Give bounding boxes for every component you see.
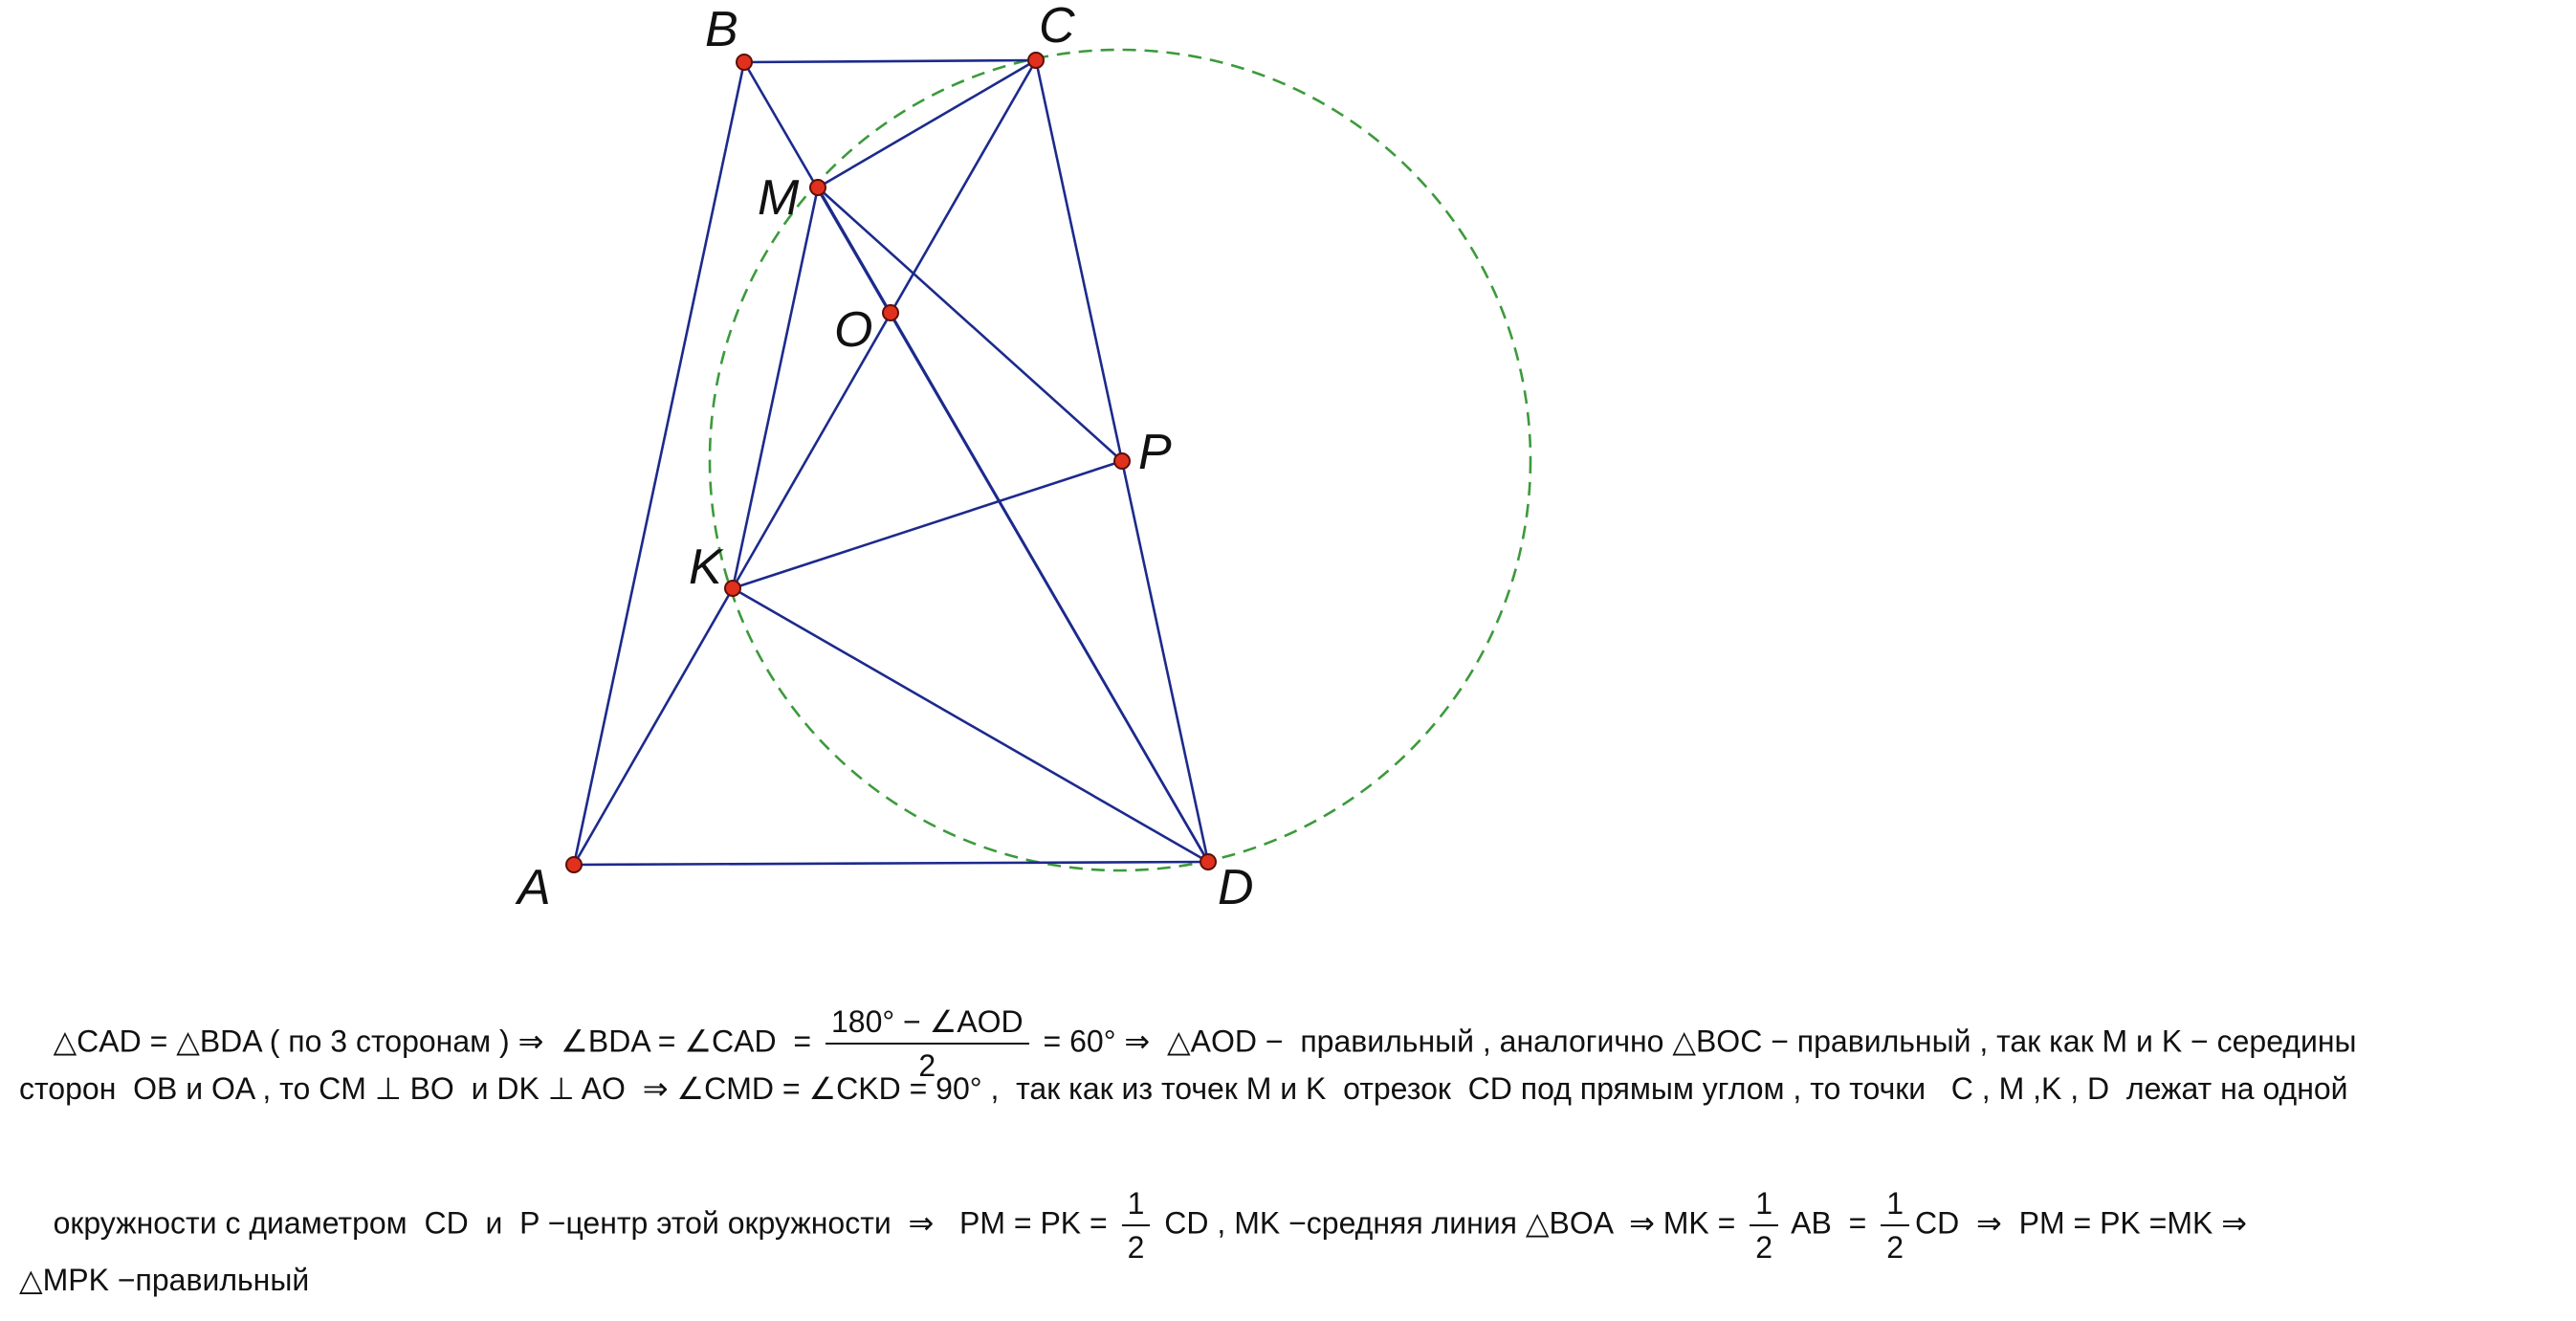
point-d — [1200, 853, 1217, 870]
label-m: M — [758, 170, 800, 226]
label-o: O — [834, 302, 872, 358]
label-p: P — [1138, 425, 1172, 480]
point-a — [565, 856, 583, 873]
circle-diameter-cd — [708, 48, 1532, 872]
solution-line-3-part-b: CD , MK −средняя линия △BOA ⇒ MK = — [1156, 1205, 1745, 1241]
segment-ab — [572, 61, 746, 866]
fraction-half-3-numerator: 1 — [1881, 1186, 1909, 1226]
fraction-angle-numerator: 180° − ∠AOD — [825, 1004, 1029, 1045]
point-c — [1027, 52, 1045, 69]
fraction-half-2-numerator: 1 — [1750, 1186, 1779, 1226]
solution-line-1-part-a: △CAD = △BDA ( по 3 сторонам ) ⇒ ∠BDA = ∠… — [53, 1024, 820, 1059]
solution-line-3-part-c: AB = — [1784, 1205, 1876, 1241]
segment-kp — [732, 459, 1123, 590]
fraction-half-1-numerator: 1 — [1121, 1186, 1151, 1226]
solution-line-3-part-a: окружности с диаметром CD и P −центр это… — [53, 1205, 1116, 1241]
solution-line-1: △CAD = △BDA ( по 3 сторонам ) ⇒ ∠BDA = ∠… — [19, 966, 2357, 1121]
geometry-figure: A B C D M O P K — [515, 0, 1532, 915]
fraction-half-2-denominator: 2 — [1755, 1230, 1773, 1265]
segment-cm — [817, 58, 1037, 189]
segment-bc — [743, 58, 1037, 64]
label-k: K — [689, 539, 724, 595]
fraction-angle-denominator: 2 — [918, 1048, 936, 1083]
segment-kd — [732, 586, 1209, 864]
fraction-half-3-denominator: 2 — [1886, 1230, 1904, 1265]
solution-line-4: △MPK −правильный — [19, 1263, 310, 1297]
point-b — [736, 54, 753, 71]
solution-line-3: окружности с диаметром CD и P −центр это… — [19, 1148, 2247, 1303]
segment-ad — [573, 860, 1209, 867]
label-c: C — [1039, 0, 1075, 54]
solution-line-3-part-d: CD ⇒ PM = PK =MK ⇒ — [1915, 1205, 2248, 1241]
label-b: B — [705, 2, 738, 57]
solution-line-1-part-b: = 60° ⇒ △AOD − правильный , аналогично △… — [1034, 1024, 2357, 1059]
point-p — [1113, 452, 1131, 470]
segment-md — [816, 187, 1210, 863]
point-k — [724, 580, 741, 597]
diagonal-ac — [572, 59, 1038, 866]
fraction-half-1-denominator: 2 — [1127, 1230, 1145, 1265]
solution-line-2: сторон OB и OA , то CM ⊥ BO и DK ⊥ AO ⇒ … — [19, 1071, 2348, 1106]
segment-mk — [731, 187, 820, 589]
point-o — [882, 304, 899, 321]
point-m — [809, 179, 826, 196]
label-a: A — [515, 860, 551, 915]
segment-mp — [817, 187, 1123, 462]
label-d: D — [1218, 860, 1254, 915]
